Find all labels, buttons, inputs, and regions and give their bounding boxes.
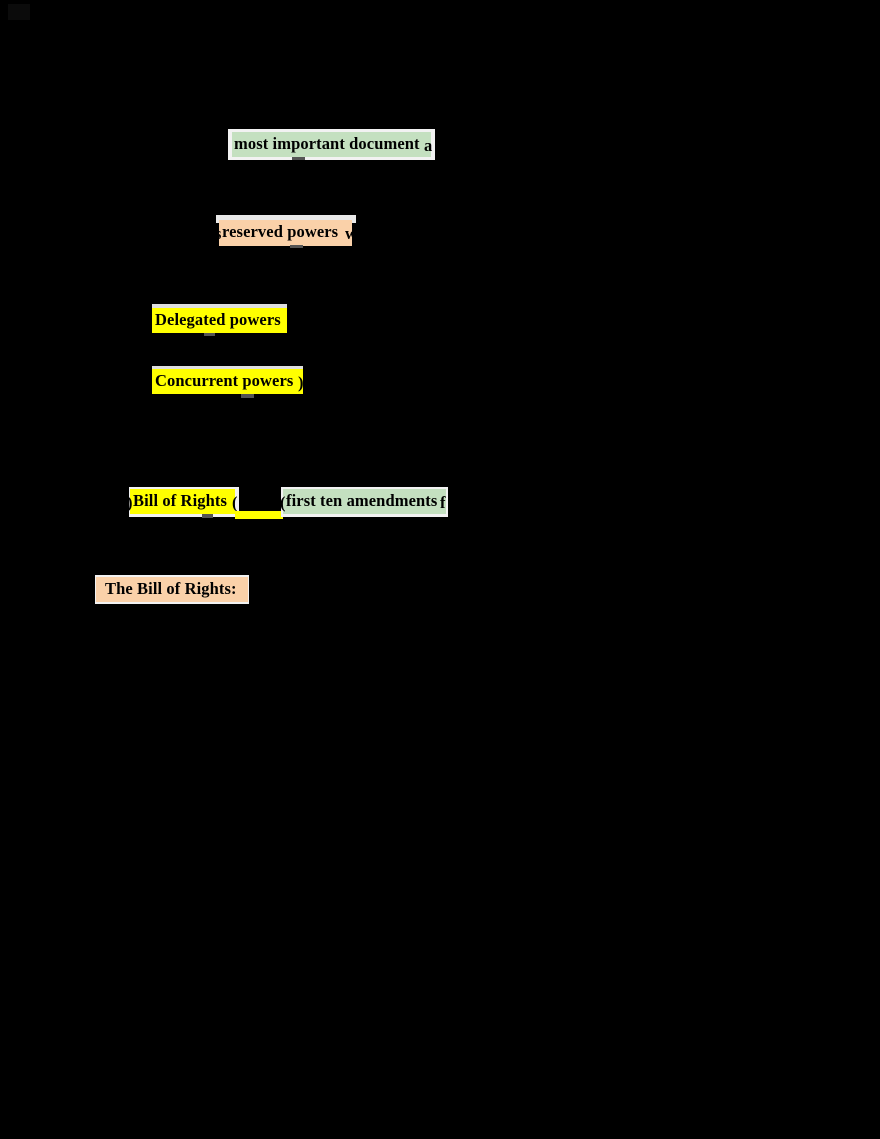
highlight-reserved-powers (219, 220, 352, 246)
fragment-first-ten-amendments-leading-glyph: ( (280, 493, 286, 512)
highlight-most-important-document (232, 132, 431, 157)
underline-tick (202, 514, 213, 518)
underline-tick (241, 394, 254, 398)
fragment-bill-of-rights: Bill of Rights (133, 491, 227, 510)
halo-concurrent-powers (152, 366, 303, 371)
fragment-most-important-document-trailing-glyph: a (424, 136, 432, 155)
highlight-delegated-powers (152, 308, 287, 333)
fragment-first-ten-amendments-trailing-glyph: f (440, 493, 446, 512)
fragment-most-important-document: most important document (234, 134, 420, 153)
fragment-reserved-powers: reserved powers (222, 222, 339, 241)
underline-tick (290, 245, 303, 248)
underline-tick (292, 157, 305, 160)
scan-corner-artifact (8, 4, 30, 20)
highlight-concurrent-powers (152, 369, 303, 394)
fragment-reserved-powers-trailing-glyph: w (345, 224, 352, 243)
yellow-underline-bar (235, 511, 283, 519)
highlight-first-ten-amendments (283, 489, 446, 514)
fragment-first-ten-amendments: first ten amendments (286, 491, 438, 510)
fragment-delegated-powers: Delegated powers (155, 310, 281, 329)
fragment-bill-of-rights-trailing-glyph: ( (232, 493, 238, 512)
highlight-the-bill-of-rights-heading (96, 577, 248, 602)
fragment-bill-of-rights-leading-glyph: ) (127, 493, 133, 512)
highlight-bill-of-rights (130, 489, 235, 514)
underline-tick (204, 333, 215, 336)
fragment-the-bill-of-rights-heading: The Bill of Rights: (105, 579, 237, 598)
fragment-reserved-powers-leading-glyph: s (215, 224, 222, 243)
fragment-concurrent-powers: Concurrent powers (155, 371, 294, 390)
fragment-concurrent-powers-trailing-glyph: ) (298, 373, 304, 392)
halo-delegated-powers (152, 304, 287, 310)
halo-reserved-powers (216, 215, 356, 223)
